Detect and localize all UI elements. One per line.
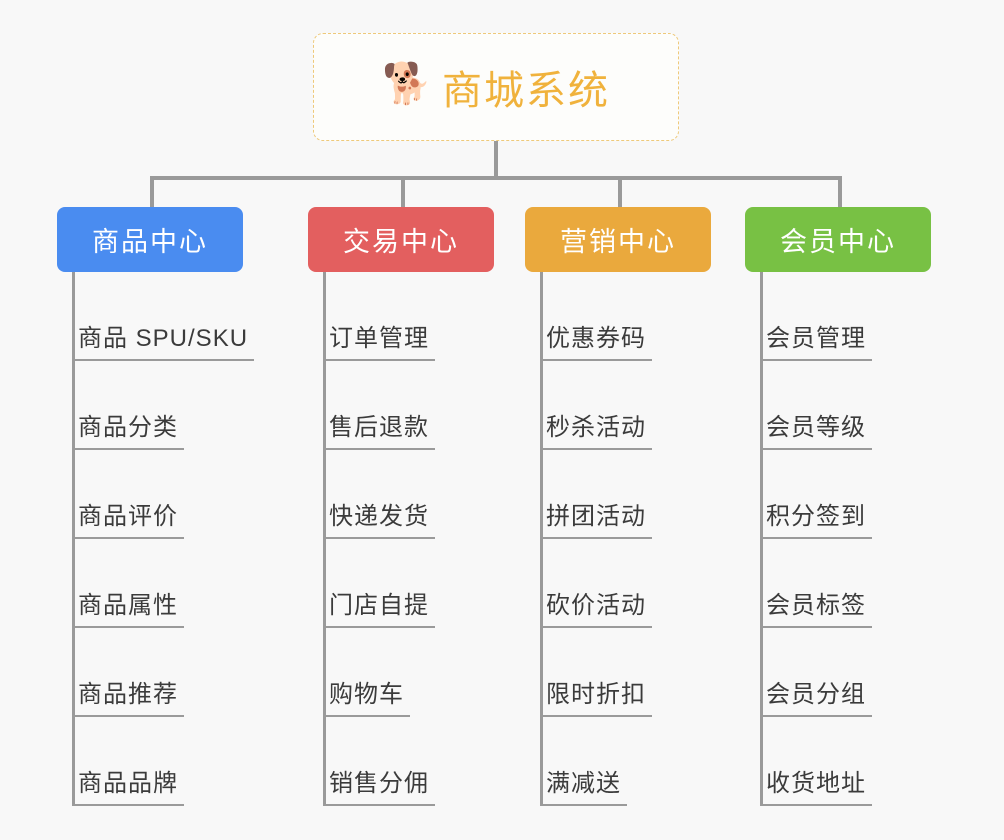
category-header-trade-center[interactable]: 交易中心 [308,207,494,272]
leaf-item[interactable]: 门店自提 [323,539,549,628]
leaf-item[interactable]: 商品评价 [72,450,298,539]
leaf-item[interactable]: 秒杀活动 [540,361,766,450]
branch-drop-connector-3 [618,176,622,207]
leaf-item-label: 会员管理 [760,318,872,361]
leaf-item[interactable]: 积分签到 [760,450,986,539]
leaf-item[interactable]: 售后退款 [323,361,549,450]
leaf-item[interactable]: 商品品牌 [72,717,298,806]
leaf-item-label: 满减送 [540,763,627,806]
leaf-item-label: 快递发货 [323,496,435,539]
leaf-item[interactable]: 购物车 [323,628,549,717]
leaf-item-label: 销售分佣 [323,763,435,806]
leaf-item-label: 门店自提 [323,585,435,628]
category-column-product-center: 商品中心 [57,207,243,272]
category-header-marketing-center[interactable]: 营销中心 [525,207,711,272]
leaf-item[interactable]: 商品推荐 [72,628,298,717]
leaf-item-label: 商品 SPU/SKU [72,318,255,361]
leaf-item[interactable]: 限时折扣 [540,628,766,717]
leaf-item-label: 会员等级 [760,407,872,450]
leaf-item[interactable]: 拼团活动 [540,450,766,539]
leaf-item[interactable]: 快递发货 [323,450,549,539]
leaf-item[interactable]: 销售分佣 [323,717,549,806]
category-header-product-center[interactable]: 商品中心 [57,207,243,272]
leaf-item-label: 优惠券码 [540,318,652,361]
category-header-label: 会员中心 [780,227,896,257]
leaf-item[interactable]: 会员分组 [760,628,986,717]
category-column-trade-center: 交易中心 [308,207,494,272]
leaf-item-label: 商品品牌 [72,763,184,806]
leaf-item-label: 秒杀活动 [540,407,652,450]
leaf-item-label: 会员分组 [760,674,872,717]
leaf-item-label: 购物车 [323,674,410,717]
leaf-item-label: 砍价活动 [540,585,652,628]
leaf-item[interactable]: 会员管理 [760,272,986,361]
root-title: 商城系统 [442,69,610,113]
leaf-list-marketing-center: 优惠券码秒杀活动拼团活动砍价活动限时折扣满减送 [540,272,766,806]
leaf-list-member-center: 会员管理会员等级积分签到会员标签会员分组收货地址 [760,272,986,806]
branch-drop-connector-4 [838,176,842,207]
category-header-label: 营销中心 [560,227,676,257]
leaf-item[interactable]: 商品分类 [72,361,298,450]
leaf-item-label: 订单管理 [323,318,435,361]
leaf-item-label: 售后退款 [323,407,435,450]
leaf-item[interactable]: 商品 SPU/SKU [72,272,298,361]
leaf-item[interactable]: 会员等级 [760,361,986,450]
leaf-item-label: 收货地址 [760,763,872,806]
shiba-dog-face-icon: 🐕 [382,62,432,106]
leaf-item[interactable]: 优惠券码 [540,272,766,361]
root-node[interactable]: 🐕 商城系统 [313,33,679,141]
root-stem-connector [494,141,498,178]
leaf-item[interactable]: 会员标签 [760,539,986,628]
leaf-item-label: 积分签到 [760,496,872,539]
branch-drop-connector-2 [401,176,405,207]
leaf-item[interactable]: 订单管理 [323,272,549,361]
leaf-item[interactable]: 商品属性 [72,539,298,628]
category-column-marketing-center: 营销中心 [525,207,711,272]
branch-bus-connector [150,176,842,180]
leaf-item[interactable]: 满减送 [540,717,766,806]
leaf-item-label: 商品属性 [72,585,184,628]
category-column-member-center: 会员中心 [745,207,931,272]
leaf-item-label: 拼团活动 [540,496,652,539]
leaf-list-trade-center: 订单管理售后退款快递发货门店自提购物车销售分佣 [323,272,549,806]
leaf-item[interactable]: 收货地址 [760,717,986,806]
category-header-member-center[interactable]: 会员中心 [745,207,931,272]
branch-drop-connector-1 [150,176,154,207]
leaf-item-label: 商品推荐 [72,674,184,717]
category-header-label: 交易中心 [343,227,459,257]
leaf-list-product-center: 商品 SPU/SKU 商品分类商品评价商品属性商品推荐商品品牌 [72,272,298,806]
leaf-item-label: 限时折扣 [540,674,652,717]
leaf-item-label: 商品评价 [72,496,184,539]
leaf-item-label: 商品分类 [72,407,184,450]
category-header-label: 商品中心 [92,227,208,257]
leaf-item[interactable]: 砍价活动 [540,539,766,628]
leaf-item-label: 会员标签 [760,585,872,628]
